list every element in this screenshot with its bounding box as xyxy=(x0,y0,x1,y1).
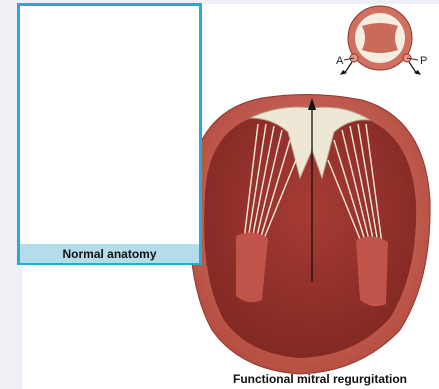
fmr-anterior-label: A xyxy=(336,55,344,67)
fmr-posterior-label: P xyxy=(420,55,427,67)
fmr-valve-inset xyxy=(340,6,421,75)
fmr-heart-section xyxy=(189,94,430,374)
normal-anatomy-frame xyxy=(17,3,202,265)
fmr-papillary-posterior xyxy=(356,236,388,306)
normal-anatomy-caption: Normal anatomy xyxy=(20,244,199,263)
functional-mr-caption: Functional mitral regurgitation xyxy=(210,372,430,388)
